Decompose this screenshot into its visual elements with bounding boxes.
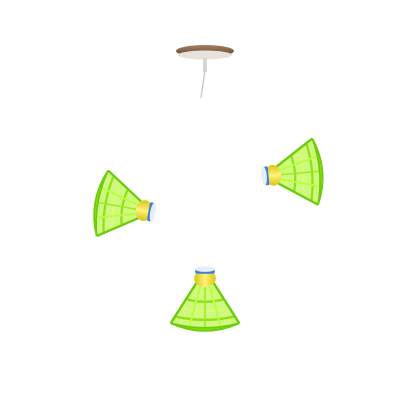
- shuttlecock-bottom: [169, 264, 241, 333]
- shuttlecock-icon: [88, 168, 163, 247]
- shuttlecock-right: [257, 136, 327, 211]
- ceiling-mount-icon: [176, 45, 234, 99]
- shuttlecock-icon: [169, 264, 241, 333]
- shuttlecock-left: [88, 168, 163, 247]
- shuttlecock-icon: [257, 136, 327, 211]
